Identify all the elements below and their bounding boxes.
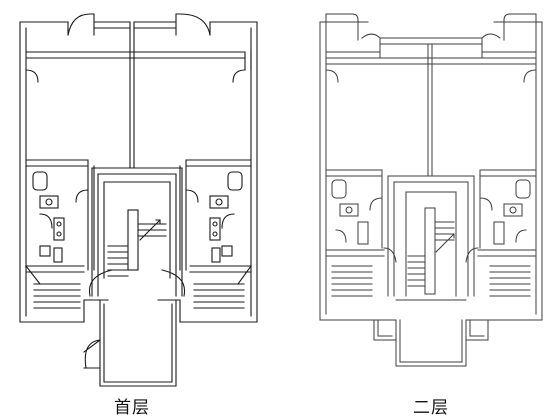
side-stairs (25, 265, 252, 309)
door-swings (25, 69, 246, 203)
door-swings (325, 69, 537, 211)
lower-balconies (373, 299, 489, 367)
first-floor-plan (19, 13, 258, 387)
bathrooms (25, 159, 252, 271)
stair-hall (387, 175, 475, 297)
top-balconies (25, 13, 252, 71)
outer-walls (319, 21, 543, 321)
entrance-porch (83, 269, 186, 387)
party-wall (427, 43, 433, 177)
bathrooms (325, 169, 537, 249)
stair-hall (91, 167, 183, 297)
party-wall (129, 21, 135, 169)
second-floor-plan (319, 13, 543, 367)
top-balconies (325, 13, 537, 65)
first-floor-caption: 首层 (114, 398, 150, 418)
side-stairs (325, 247, 537, 297)
second-floor-caption: 二层 (413, 398, 449, 418)
outer-walls (19, 21, 258, 323)
